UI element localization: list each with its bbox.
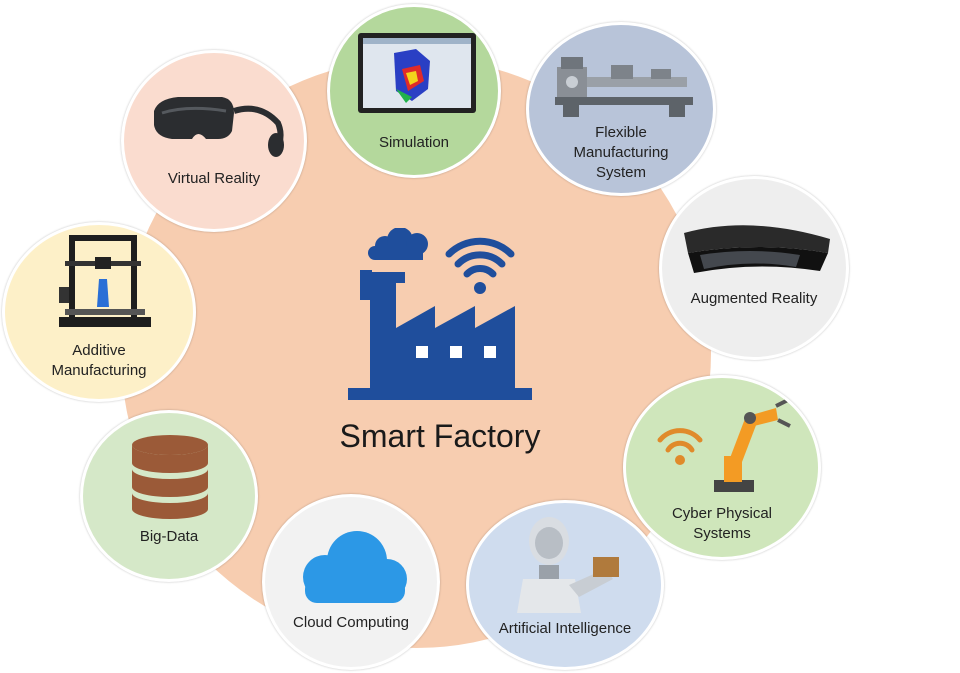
monitor-simulation-icon [358,33,476,113]
node-label: Simulation [378,134,450,151]
node-label: Big-Data [139,528,199,545]
node-simulation: Simulation [327,4,501,178]
3d-printer-icon [59,235,151,327]
factory-wifi-icon [348,228,532,400]
node-vr: Virtual Reality [121,50,307,232]
robot-head-icon [517,517,619,613]
vr-headset-icon [154,97,284,157]
node-label: Augmented Reality [690,290,818,307]
node-ai: Artificial Intelligence [466,500,664,670]
node-fms: Flexible Manufacturing System [526,22,716,196]
node-bigdata: Big-Data [80,410,258,582]
database-icon [132,435,208,519]
node-label: Cloud Computing [293,614,409,631]
ar-headset-icon [684,225,830,273]
node-label: Flexible Manufacturing System [573,124,669,181]
node-label: Additive Manufacturing [51,342,147,379]
node-additive: Additive Manufacturing [2,222,196,402]
node-label: Artificial Intelligence [498,620,632,637]
lathe-machine-icon [555,57,693,117]
node-ar: Augmented Reality [659,176,849,360]
node-cps: Cyber Physical Systems [623,375,821,560]
node-label: Cyber Physical Systems [671,505,773,542]
cloud-icon [303,531,407,603]
node-label: Virtual Reality [167,170,261,187]
robot-arm-icon [657,398,791,492]
node-cloud: Cloud Computing [262,494,440,670]
center-title: Smart Factory [339,418,541,454]
